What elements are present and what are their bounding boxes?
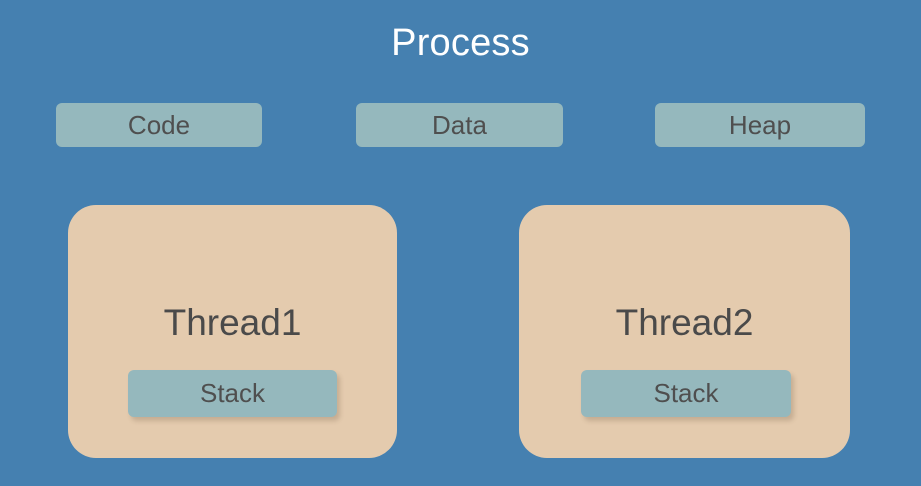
thread-box-2[interactable]: Thread2 Stack	[519, 205, 850, 458]
thread-1-stack[interactable]: Stack	[128, 370, 337, 417]
thread-1-name: Thread1	[163, 302, 302, 343]
thread-box-1[interactable]: Thread1 Stack	[68, 205, 397, 458]
page-title: Process	[391, 22, 530, 64]
memory-segment-code-label: Code	[127, 110, 191, 140]
memory-segment-heap[interactable]: Heap	[655, 103, 865, 147]
memory-segment-heap-label: Heap	[728, 110, 792, 140]
memory-segment-data[interactable]: Data	[356, 103, 563, 147]
thread-1-stack-label: Stack	[199, 378, 266, 408]
thread-2-name: Thread2	[615, 302, 754, 343]
memory-segment-data-label: Data	[432, 110, 487, 140]
memory-segment-code[interactable]: Code	[56, 103, 262, 147]
thread-2-stack[interactable]: Stack	[581, 370, 791, 417]
thread-2-stack-label: Stack	[653, 378, 719, 408]
